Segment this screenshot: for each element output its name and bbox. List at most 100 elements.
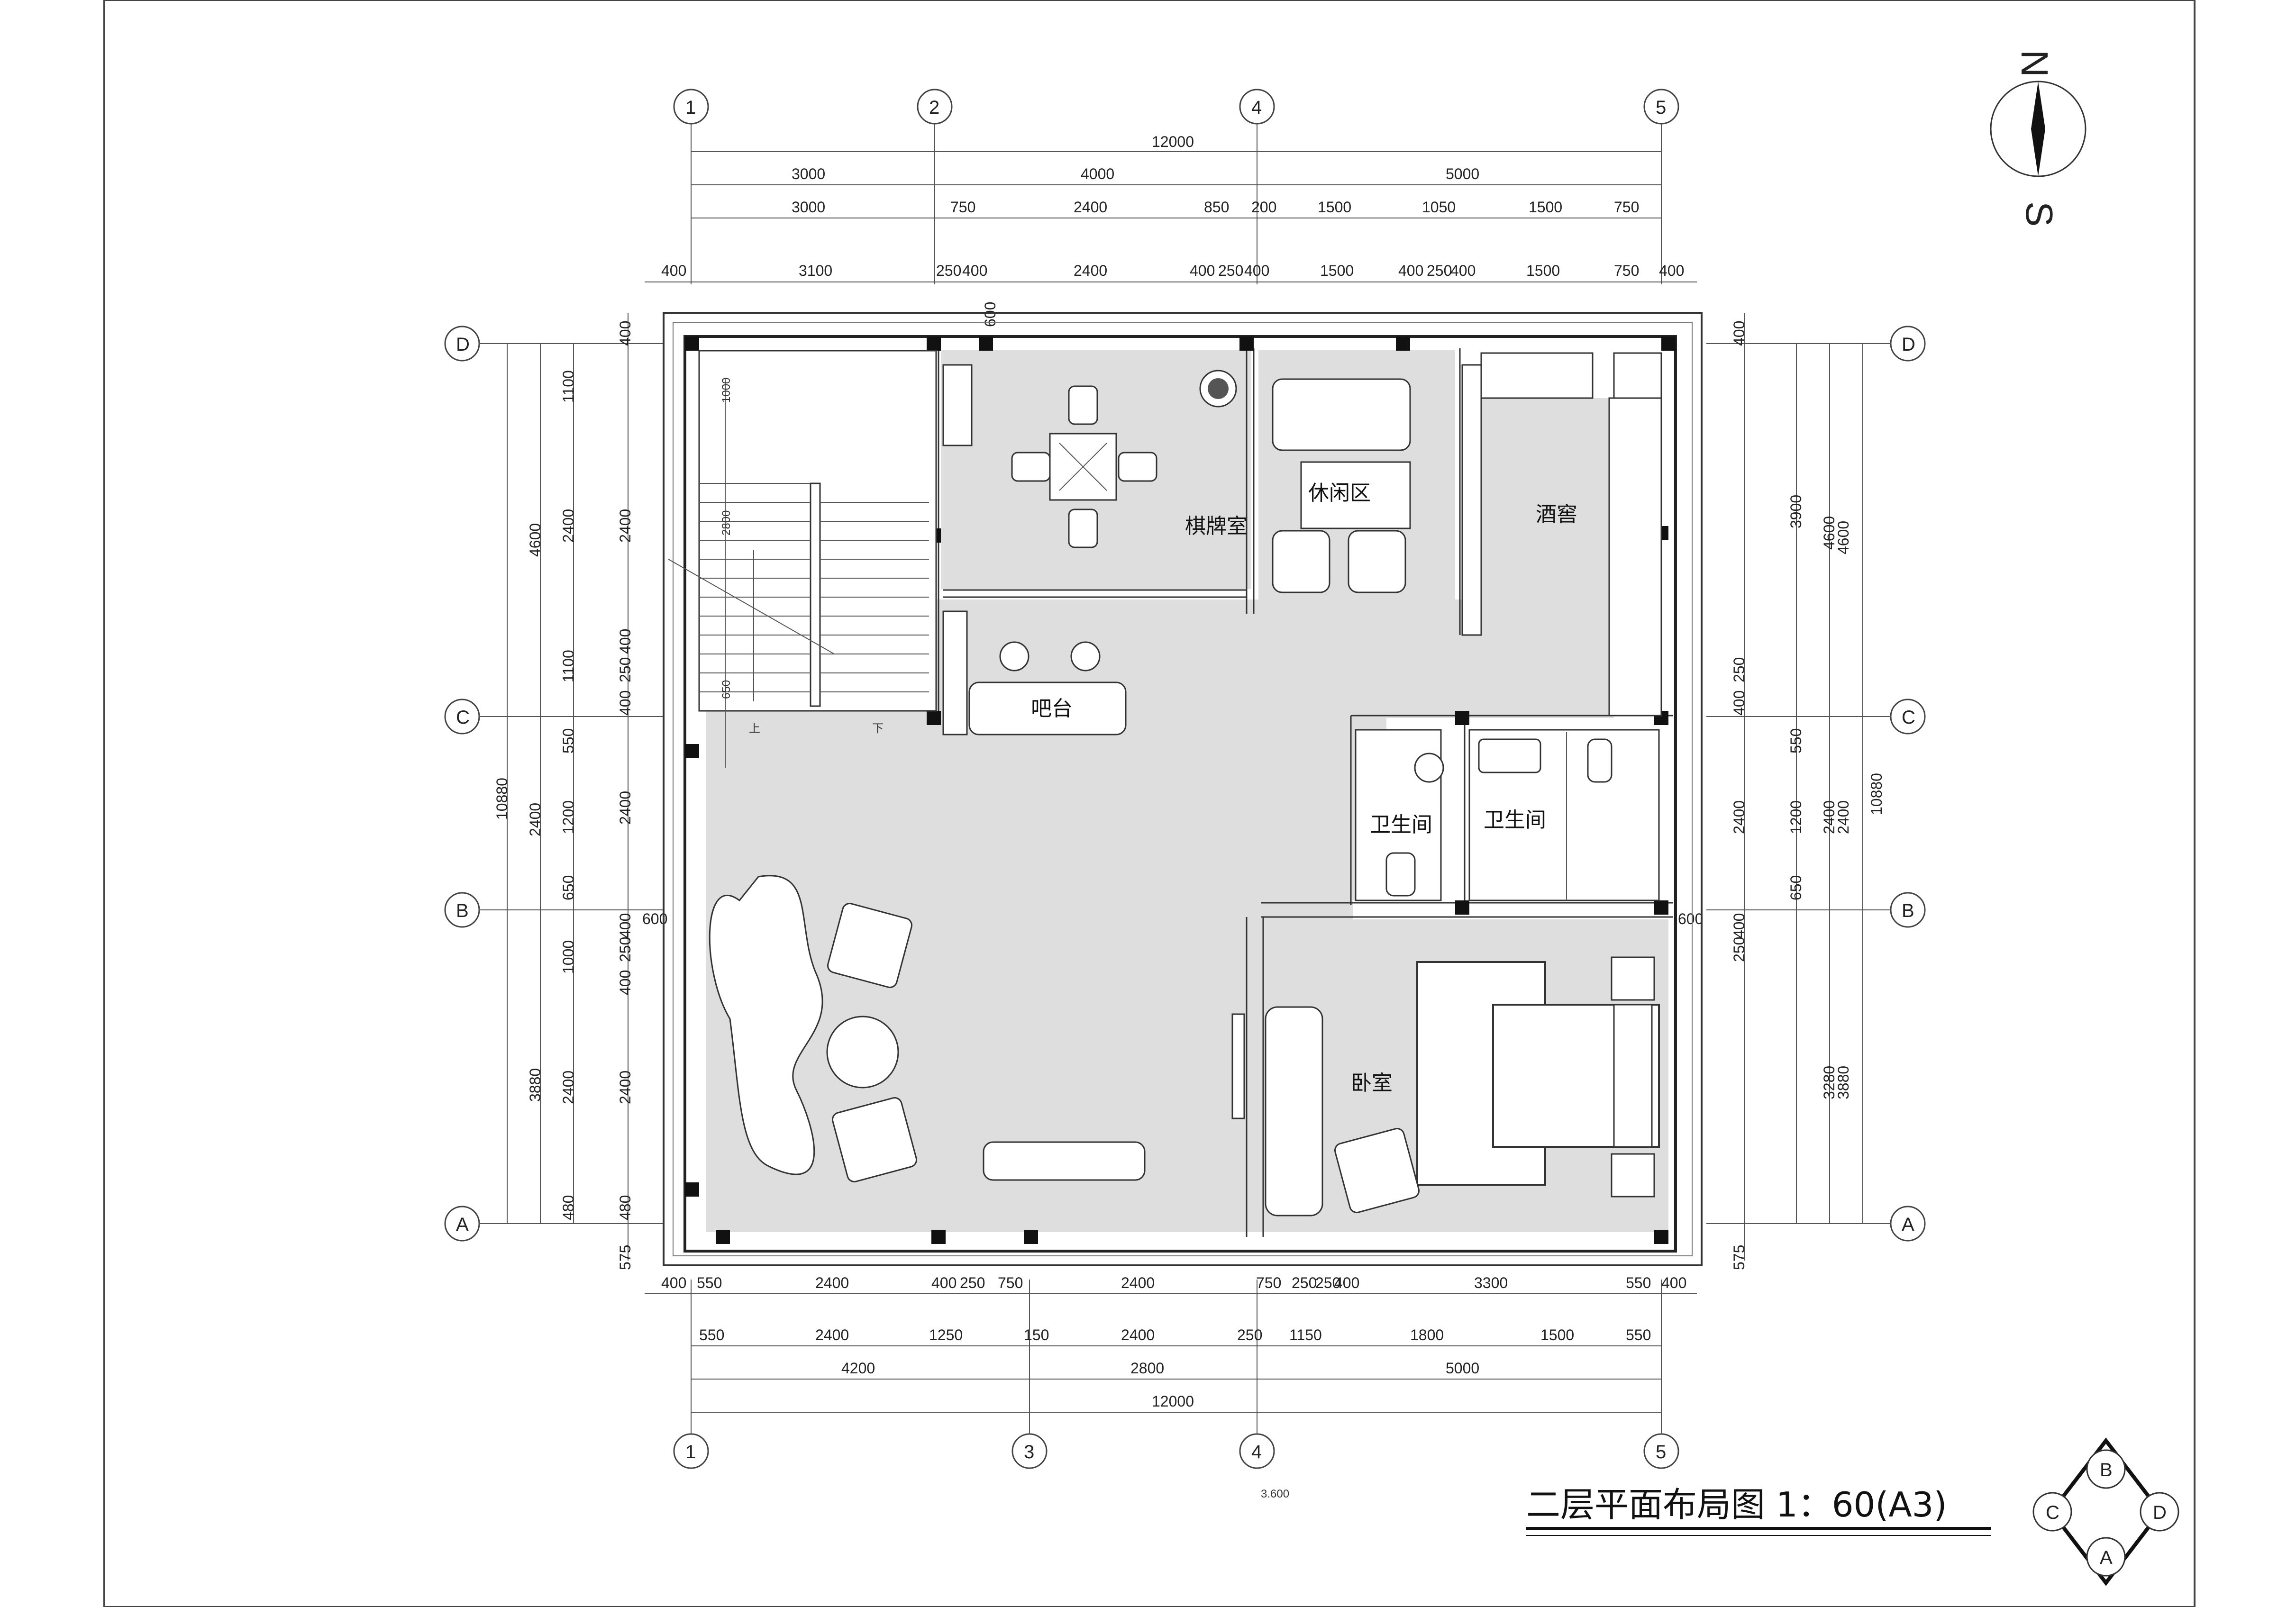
dim-top-r2-2: 4000 xyxy=(1081,165,1114,182)
dim-left-wall-3: 400 xyxy=(617,629,634,654)
sheet-border xyxy=(103,0,2196,1607)
dim-left-inner-7: 1000 xyxy=(560,940,577,974)
dim-top-r3-2: 750 xyxy=(950,199,975,216)
dim-top-r4-4: 400 xyxy=(962,262,987,279)
dim-left-wall-4: 250 xyxy=(617,657,634,682)
dim-bottom-r1-6: 750 xyxy=(998,1274,1023,1291)
room-chess: 棋牌室 xyxy=(1185,514,1248,538)
dim-top-r4-5: 2400 xyxy=(1074,262,1107,279)
dim-top-r4-9: 1500 xyxy=(1320,262,1354,279)
dim-top-r4-6: 400 xyxy=(1190,262,1215,279)
dim-right-inner-2: 4600 xyxy=(1821,516,1838,550)
dimensions-top: 12000 3000 4000 5000 3000 750 2400 850 2… xyxy=(645,133,1697,327)
dim-top-r4-7: 250 xyxy=(1218,262,1243,279)
compass-south-label: S xyxy=(2018,201,2060,227)
dim-left-wall-7: 400 xyxy=(617,913,634,938)
dim-top-r3-8: 1500 xyxy=(1529,199,1562,216)
dim-left-inner-2: 2400 xyxy=(560,509,577,543)
dim-right-mid-2: 2400 xyxy=(1835,800,1852,834)
dim-bottom-r3-1: 4200 xyxy=(841,1360,875,1377)
dim-left-inner-4: 550 xyxy=(560,728,577,754)
dim-left-mid-3: 3880 xyxy=(527,1068,544,1102)
grid-right-b: B xyxy=(1902,900,1914,921)
dim-left-wall-11: 480 xyxy=(617,1195,634,1220)
dim-top-r3-5: 200 xyxy=(1251,199,1276,216)
stair-dim-3: 650 xyxy=(720,680,733,699)
dim-bottom-r1-11: 400 xyxy=(1334,1274,1359,1291)
dim-left-total: 10880 xyxy=(493,778,510,820)
dim-top-r3-7: 1050 xyxy=(1422,199,1456,216)
dim-left-inner-6: 650 xyxy=(560,875,577,900)
compass-north-label: N xyxy=(2014,50,2056,77)
dim-top-r4-10: 400 xyxy=(1398,262,1423,279)
dim-bottom-r2-10: 550 xyxy=(1626,1326,1651,1344)
dim-right-inner-3: 550 xyxy=(1787,728,1804,754)
grid-right-d: D xyxy=(1902,334,1915,355)
dim-bottom-r1-7: 2400 xyxy=(1121,1274,1155,1291)
stair-down-label: 下 xyxy=(872,722,884,735)
dim-right-wall-5: 400 xyxy=(1731,913,1748,938)
grid-left-a: A xyxy=(456,1214,469,1235)
index-mark-c: C xyxy=(2046,1502,2059,1523)
grid-top-5: 5 xyxy=(1656,97,1666,118)
room-bar: 吧台 xyxy=(1031,697,1073,721)
dim-left-inner-9: 480 xyxy=(560,1195,577,1220)
index-mark-a: A xyxy=(2100,1547,2113,1568)
dim-bottom-r3-3: 5000 xyxy=(1446,1360,1479,1377)
living-area-furniture xyxy=(709,875,1245,1182)
dim-bottom-r2-7: 1150 xyxy=(1289,1326,1322,1344)
dim-bottom-r3-2: 2800 xyxy=(1130,1360,1164,1377)
grid-bottom-4: 4 xyxy=(1251,1442,1262,1462)
dim-bottom-r2-1: 550 xyxy=(699,1326,724,1344)
room-lounge: 休闲区 xyxy=(1308,481,1371,505)
dim-right-inner-5: 2400 xyxy=(1821,800,1838,834)
dim-top-r2-1: 3000 xyxy=(792,165,825,182)
dim-bottom-r1-2: 550 xyxy=(697,1274,722,1291)
index-marker-icon: B C D A xyxy=(2032,1437,2179,1586)
dim-bottom-r1-12: 3300 xyxy=(1474,1274,1508,1291)
grid-bottom-1: 1 xyxy=(685,1442,696,1462)
dim-left-wall-6: 2400 xyxy=(617,791,634,825)
drawing-title: 二层平面布局图 1：60(A3) xyxy=(1526,1485,1947,1525)
dim-bottom-r2-6: 250 xyxy=(1237,1326,1262,1344)
grid-top-2: 2 xyxy=(929,97,939,118)
dim-left-wall-9: 400 xyxy=(617,970,634,995)
dim-bottom-r1-4: 400 xyxy=(931,1274,957,1291)
dim-right-wall-4: 2400 xyxy=(1731,800,1748,834)
grid-bottom-5: 5 xyxy=(1656,1442,1666,1462)
dim-right-mid-3: 3880 xyxy=(1835,1066,1852,1099)
grid-right-a: A xyxy=(1902,1214,1914,1235)
grid-axes-right: D C B A xyxy=(1890,326,1926,1242)
room-wine-cellar: 酒窖 xyxy=(1536,502,1577,527)
dim-left-inner-5: 1200 xyxy=(560,800,577,834)
dim-bottom-r2-8: 1800 xyxy=(1410,1326,1444,1344)
dim-top-r3-9: 750 xyxy=(1614,199,1639,216)
dim-top-r3-4: 850 xyxy=(1204,199,1229,216)
dim-bottom-r1-8: 750 xyxy=(1256,1274,1281,1291)
dim-right-inner-7: 3280 xyxy=(1821,1066,1838,1099)
dim-left-wall-2: 2400 xyxy=(617,509,634,543)
bathroom-fixtures xyxy=(1355,729,1660,901)
dim-top-r4-2: 3100 xyxy=(799,262,832,279)
dim-right-wall-3: 250 xyxy=(1731,657,1748,682)
grid-top-1: 1 xyxy=(685,97,696,118)
dim-left-mid-2: 2400 xyxy=(527,803,544,836)
stair-dim-1: 1000 xyxy=(720,378,733,403)
dim-top-r4-3: 250 xyxy=(936,262,961,279)
dim-bottom-r1-10: 250 xyxy=(1315,1274,1340,1291)
dim-right-side: 600 xyxy=(1678,910,1703,927)
dim-bottom-r1-9: 250 xyxy=(1292,1274,1317,1291)
room-labels: 棋牌室 休闲区 酒窖 吧台 卫生间 卫生间 卧室 xyxy=(1031,481,1577,1095)
dim-left-inner-1: 1100 xyxy=(560,370,577,403)
dim-bottom-r1-5: 250 xyxy=(960,1274,985,1291)
dim-left-wall-5: 400 xyxy=(617,690,634,716)
stair-dim-2: 2800 xyxy=(720,510,733,536)
dimensions-right: 10880 4600 2400 3880 3900 4600 550 1200 … xyxy=(1678,313,1885,1270)
dim-right-wall-2: 400 xyxy=(1731,690,1748,716)
elevation-label: 3.600 xyxy=(1261,1488,1289,1500)
dim-bottom-r1-3: 2400 xyxy=(815,1274,849,1291)
dim-right-mid-1: 4600 xyxy=(1835,521,1852,554)
dim-bottom-r2-5: 2400 xyxy=(1121,1326,1155,1344)
dim-right-wall-7: 575 xyxy=(1731,1245,1748,1270)
